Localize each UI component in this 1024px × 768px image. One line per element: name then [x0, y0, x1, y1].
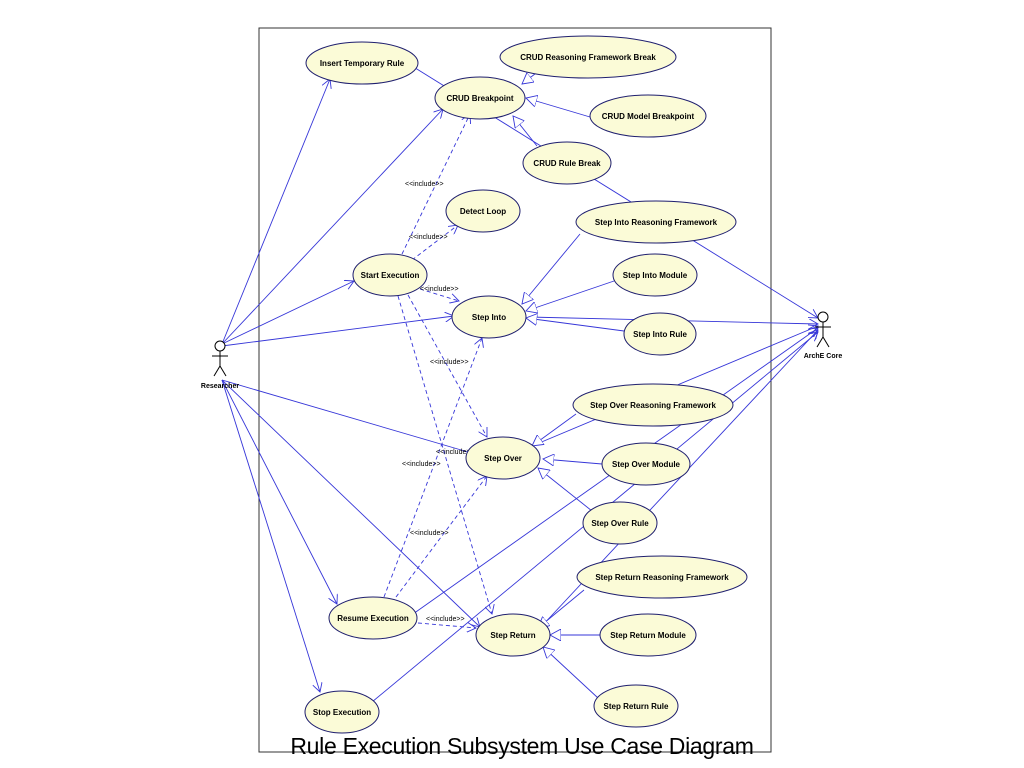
use-case-step-over-module: Step Over Module — [601, 442, 691, 486]
include-label: <<include>> — [402, 461, 441, 468]
slide-title: Rule Execution Subsystem Use Case Diagra… — [290, 733, 754, 759]
include-label: <<include>> — [430, 359, 469, 366]
actor-head-icon — [214, 340, 226, 352]
svg-text:Step Return Module: Step Return Module — [610, 631, 686, 640]
use-case-step-into-reasoning-framework: Step Into Reasoning Framework — [575, 200, 737, 244]
actor-researcher-label: Researcher — [201, 383, 239, 390]
include-label: <<include>> — [420, 286, 459, 293]
use-case-step-return-reasoning-framework: Step Return Reasoning Framework — [576, 555, 748, 599]
use-case-step-return: Step Return — [475, 613, 551, 657]
svg-text:CRUD Breakpoint: CRUD Breakpoint — [446, 94, 513, 103]
svg-text:Stop Execution: Stop Execution — [313, 708, 371, 717]
use-case-crud-reasoning-framework-break: CRUD Reasoning Framework Break — [499, 35, 677, 79]
svg-text:Insert Temporary Rule: Insert Temporary Rule — [320, 59, 405, 68]
svg-text:Step Into Reasoning Framework: Step Into Reasoning Framework — [595, 218, 718, 227]
include-labels: <<include>> <<include>> <<include>> <<in… — [402, 181, 475, 623]
system-boundary — [258, 27, 772, 753]
svg-text:Step Return Rule: Step Return Rule — [604, 702, 669, 711]
use-case-stop-execution: Stop Execution — [304, 690, 380, 734]
use-case-step-return-module: Step Return Module — [599, 613, 697, 657]
use-case-step-return-rule: Step Return Rule — [593, 684, 679, 728]
svg-text:Step Return: Step Return — [490, 631, 535, 640]
use-case-crud-breakpoint: CRUD Breakpoint — [434, 76, 526, 120]
svg-text:Step Over Module: Step Over Module — [612, 460, 681, 469]
use-case-start-execution: Start Execution — [352, 253, 428, 297]
actor-researcher: Researcher — [201, 340, 239, 390]
actor-arche-core: ArchE Core — [804, 311, 843, 360]
include-label: <<include>> — [405, 181, 444, 188]
svg-text:Step Over Rule: Step Over Rule — [591, 519, 649, 528]
svg-text:Step Over: Step Over — [484, 454, 522, 463]
use-case-crud-rule-break: CRUD Rule Break — [522, 141, 612, 185]
svg-text:CRUD Model Breakpoint: CRUD Model Breakpoint — [602, 112, 695, 121]
use-case-crud-model-breakpoint: CRUD Model Breakpoint — [589, 94, 707, 138]
svg-text:Start Execution: Start Execution — [361, 271, 420, 280]
use-case-resume-execution: Resume Execution — [328, 596, 418, 640]
use-case-step-into: Step Into — [451, 295, 527, 339]
svg-text:Step Into: Step Into — [472, 313, 506, 322]
svg-text:Step Into Rule: Step Into Rule — [633, 330, 687, 339]
svg-text:Detect Loop: Detect Loop — [460, 207, 506, 216]
use-case-step-over: Step Over — [465, 436, 541, 480]
actor-head-icon — [817, 311, 829, 323]
use-case-step-over-rule: Step Over Rule — [582, 501, 658, 545]
include-label: <<include>> — [410, 530, 449, 537]
svg-text:CRUD Reasoning Framework Break: CRUD Reasoning Framework Break — [520, 53, 656, 62]
generalizations — [513, 69, 625, 699]
researcher-associations — [221, 79, 480, 692]
svg-text:CRUD Rule Break: CRUD Rule Break — [533, 159, 601, 168]
use-case-step-into-rule: Step Into Rule — [623, 312, 697, 356]
actor-arche-core-label: ArchE Core — [804, 353, 843, 360]
svg-text:Step Into Module: Step Into Module — [623, 271, 688, 280]
use-case-detect-loop: Detect Loop — [445, 189, 521, 233]
use-case-insert-temporary-rule: Insert Temporary Rule — [305, 41, 419, 85]
svg-text:Step Over Reasoning Framework: Step Over Reasoning Framework — [590, 401, 716, 410]
use-case-step-into-module: Step Into Module — [612, 253, 698, 297]
svg-text:Resume Execution: Resume Execution — [337, 614, 409, 623]
include-label: <<include>> — [409, 234, 448, 241]
include-relationships — [383, 114, 492, 628]
use-case-step-over-reasoning-framework: Step Over Reasoning Framework — [572, 383, 734, 427]
include-label: <<include>> — [436, 449, 475, 456]
svg-text:Step Return Reasoning Framewor: Step Return Reasoning Framework — [595, 573, 729, 582]
include-label: <<include>> — [426, 616, 465, 623]
